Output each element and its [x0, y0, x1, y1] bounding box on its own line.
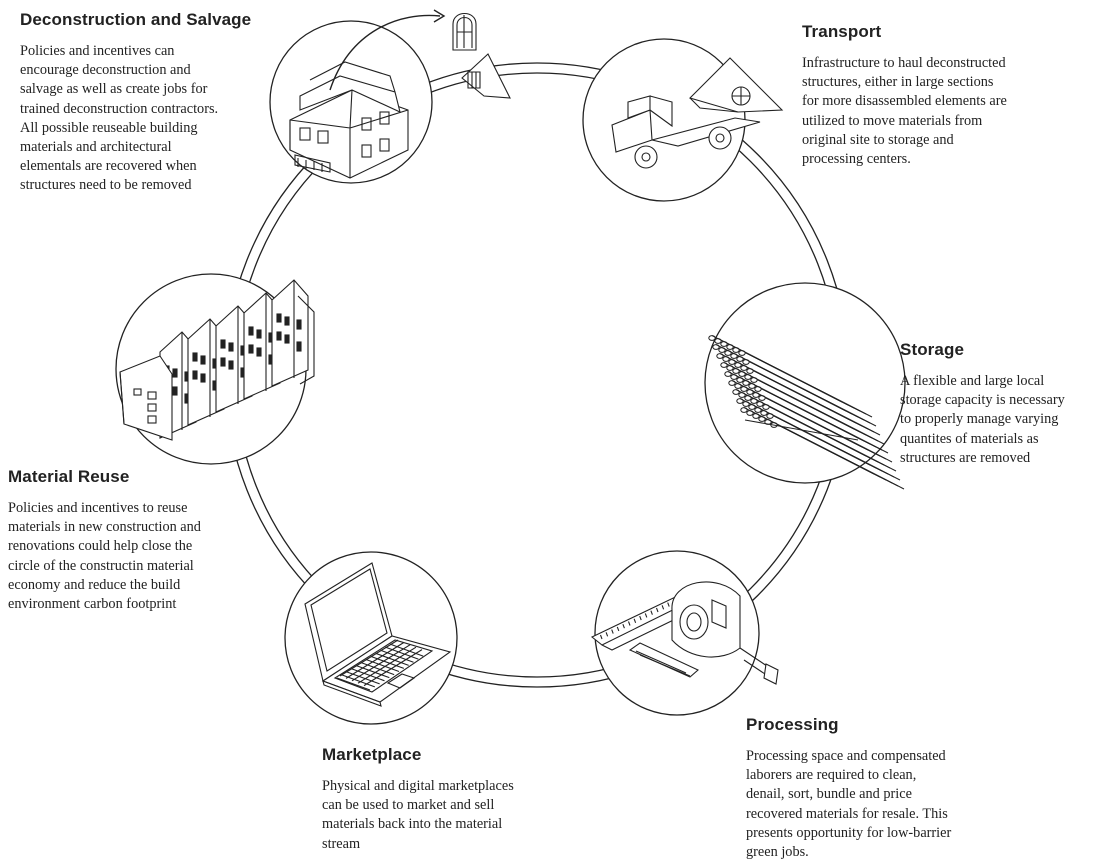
description-line: trained deconstruction contractors.	[20, 100, 219, 117]
description-line: renovations could help close the	[8, 538, 193, 555]
stage-material-reuse: Material Reuse Policies and incentives t…	[8, 467, 240, 614]
flatbed-truck-icon	[582, 38, 784, 202]
laptop-icon	[284, 551, 458, 725]
description-line: utilized to move materials from	[802, 112, 983, 129]
description-line: elementals are recovered when	[20, 158, 197, 175]
stage-material-reuse-title: Material Reuse	[8, 467, 130, 486]
description-line: Processing space and compensated	[746, 748, 946, 764]
description-line: quantites of materials as	[900, 430, 1039, 447]
description-line: Infrastructure to haul deconstructed	[802, 55, 1006, 71]
description-line: materials in new construction and	[8, 519, 201, 536]
description-line: structures, either in large sections	[802, 74, 994, 91]
description-line: Policies and incentives to reuse	[8, 500, 188, 516]
description-line: Physical and digital marketplaces	[322, 778, 514, 794]
description-line: green jobs.	[746, 844, 809, 861]
stage-marketplace-title: Marketplace	[322, 745, 422, 764]
stage-deconstruction-title: Deconstruction and Salvage	[20, 10, 252, 29]
description-line: storage capacity is necessary	[900, 392, 1065, 409]
description-line: stream	[322, 835, 361, 852]
description-line: materials back into the material	[322, 816, 503, 833]
stage-storage-title: Storage	[900, 340, 964, 359]
description-line: recovered materials for resale. This	[746, 805, 948, 822]
description-line: Policies and incentives can	[20, 43, 175, 59]
description-line: environment carbon footprint	[8, 596, 177, 613]
description-line: materials and architectural	[20, 139, 172, 156]
stage-material-reuse-description: Policies and incentives to reuse materia…	[8, 499, 240, 614]
townhouses-icon	[115, 273, 315, 465]
stage-processing-title: Processing	[746, 715, 839, 734]
stage-transport-title: Transport	[802, 22, 882, 41]
stage-deconstruction: Deconstruction and Salvage Policies and …	[20, 10, 290, 196]
description-line: salvage as well as create jobs for	[20, 81, 208, 98]
description-line: can be used to market and sell	[322, 797, 495, 814]
lumber-stack-icon	[704, 282, 906, 490]
stage-transport: Transport Infrastructure to haul deconst…	[802, 22, 1052, 169]
description-line: original site to storage and	[802, 131, 954, 148]
description-line: encourage deconstruction and	[20, 62, 191, 79]
stage-marketplace-description: Physical and digital marketplaces can be…	[322, 777, 552, 854]
tape-measure-square-icon	[590, 550, 779, 716]
stage-processing: Processing Processing space and compensa…	[746, 715, 996, 862]
description-line: presents opportunity for low-barrier	[746, 824, 952, 841]
stage-processing-description: Processing space and compensated laborer…	[746, 747, 996, 862]
stage-storage-description: A flexible and large local storage capac…	[900, 372, 1095, 468]
stage-storage: Storage A flexible and large local stora…	[900, 340, 1095, 468]
description-line: denail, sort, bundle and price	[746, 786, 912, 803]
stage-transport-description: Infrastructure to haul deconstructed str…	[802, 54, 1052, 169]
description-line: economy and reduce the build	[8, 576, 181, 593]
description-line: for more disassembled elements are	[802, 93, 1007, 110]
description-line: A flexible and large local	[900, 373, 1045, 389]
description-line: circle of the constructin material	[8, 557, 194, 574]
description-line: laborers are required to clean,	[746, 767, 917, 784]
description-line: processing centers.	[802, 151, 911, 168]
stage-marketplace: Marketplace Physical and digital marketp…	[322, 745, 552, 854]
description-line: structures need to be removed	[20, 177, 192, 194]
description-line: All possible reuseable building	[20, 119, 198, 136]
description-line: structures are removed	[900, 449, 1031, 466]
description-line: to properly manage varying	[900, 411, 1059, 428]
stage-deconstruction-description: Policies and incentives can encourage de…	[20, 42, 290, 196]
house-deconstruction-icon	[269, 9, 511, 184]
